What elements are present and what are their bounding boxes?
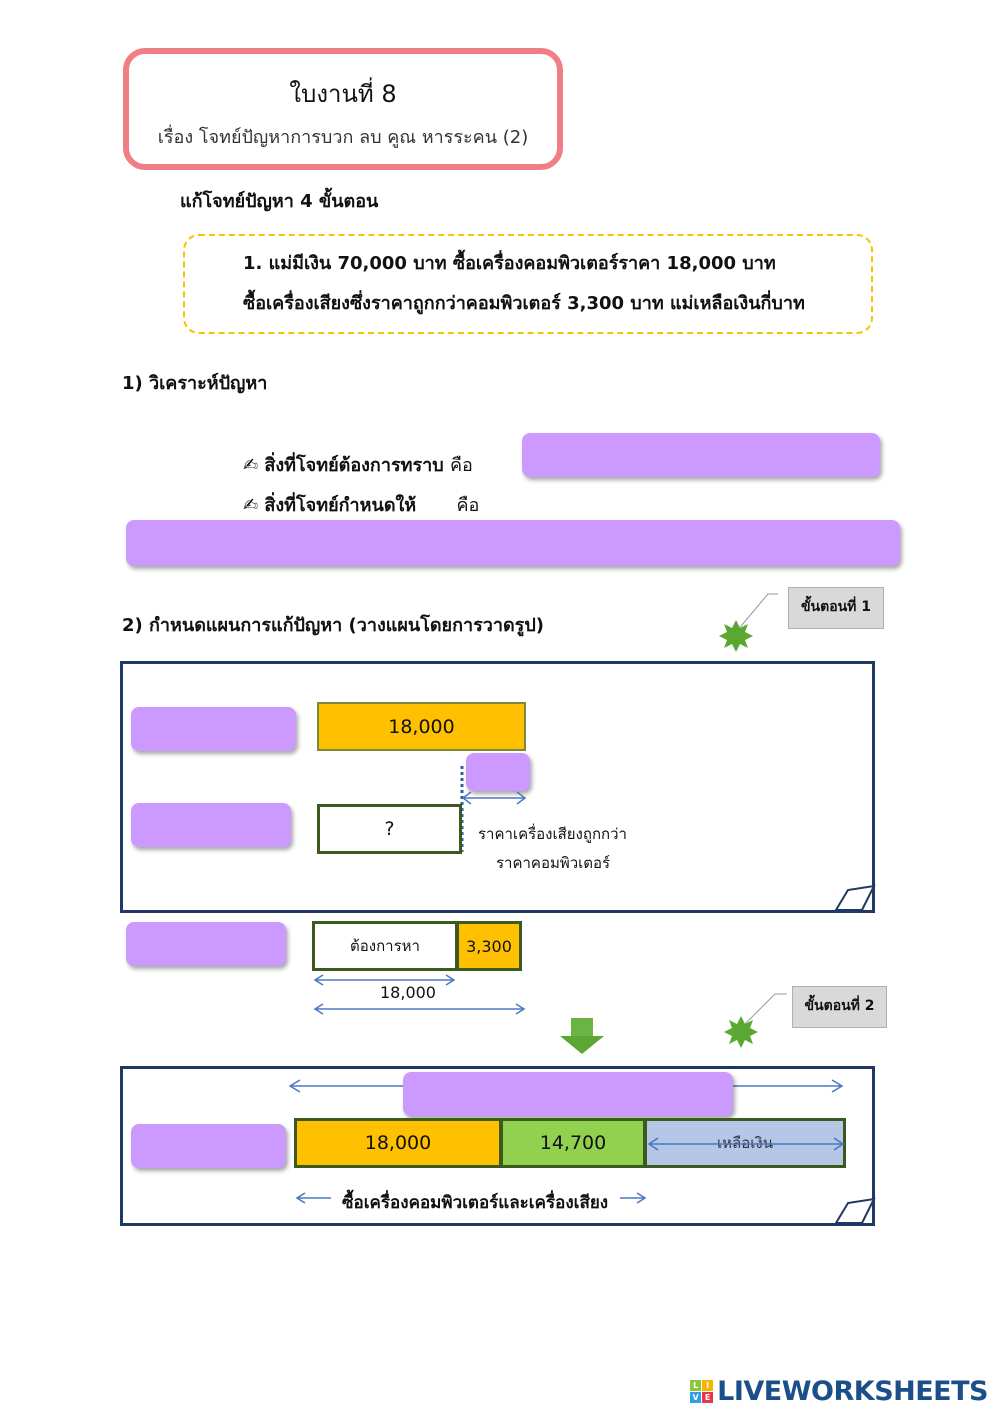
analysis-is: คือ	[456, 495, 480, 516]
difference-bar: 3,300	[456, 921, 522, 971]
problem-frame	[183, 234, 873, 334]
problem-line-1: 1. แม่มีเงิน 70,000 บาท ซื้อเครื่องคอมพิ…	[243, 253, 776, 274]
logo-tile: V	[690, 1392, 702, 1403]
analysis-row-given: ✍ สิ่งที่โจทย์กำหนดให้ คือ	[243, 490, 479, 519]
label-box-computer[interactable]	[131, 707, 296, 751]
purchase-span-label: ซื้อเครื่องคอมพิวเตอร์และเครื่องเสียง	[342, 1193, 609, 1213]
title-frame	[123, 48, 563, 170]
label-box-speaker[interactable]	[131, 803, 291, 847]
middle-arrows	[313, 974, 526, 1015]
steps-heading: แก้โจทย์ปัญหา 4 ขั้นตอน	[180, 191, 379, 212]
want-bar: ต้องการหา	[312, 921, 458, 971]
right-arrow-icon	[620, 1192, 647, 1204]
writing-hand-icon: ✍	[243, 455, 259, 476]
down-arrow-icon	[560, 1018, 604, 1054]
logo-text: LIVEWORKSHEETS	[717, 1376, 988, 1407]
writing-hand-icon: ✍	[243, 495, 259, 516]
label-box-result[interactable]	[131, 1124, 286, 1168]
logo-tiles: L I V E	[690, 1380, 714, 1403]
star-icon	[719, 620, 753, 652]
remaining-bar: เหลือเงิน	[644, 1118, 846, 1168]
step1-callout: ขั้นตอนที่ 1	[788, 587, 884, 629]
total-money-box[interactable]	[403, 1072, 733, 1116]
difference-box[interactable]	[466, 753, 530, 791]
worksheet-title: ใบงานที่ 8	[289, 80, 397, 108]
computer-bar: 18,000	[317, 702, 526, 751]
analysis-label: สิ่งที่โจทย์กำหนดให้	[264, 495, 417, 516]
section1-heading: 1) วิเคราะห์ปัญหา	[122, 373, 268, 394]
remaining-arrow	[647, 1137, 845, 1151]
logo-tile: E	[702, 1392, 714, 1403]
analysis-is: คือ	[449, 455, 473, 476]
answer-box-wanted[interactable]	[522, 433, 880, 477]
answer-box-given[interactable]	[126, 520, 900, 566]
section2-heading: 2) กำหนดแผนการแก้ปัญหา (วางแผนโดยการวาดร…	[122, 615, 544, 636]
worksheet-subtitle: เรื่อง โจทย์ปัญหาการบวก ลบ คูณ หารระคน (…	[157, 127, 529, 148]
page-curl-icon	[834, 1197, 876, 1224]
difference-arrow	[460, 766, 527, 852]
callout-connector-1	[719, 593, 778, 652]
problem-line-2: ซื้อเครื่องเสียงซึ่งราคาถูกกว่าคอมพิวเตอ…	[243, 293, 805, 314]
speaker-note-line-2: ราคาคอมพิวเตอร์	[496, 854, 611, 872]
analysis-row-wanted: ✍ สิ่งที่โจทย์ต้องการทราบ คือ	[243, 450, 473, 479]
result-speaker-bar: 14,700	[500, 1118, 646, 1168]
page-curl-icon	[834, 884, 876, 911]
logo-tile: I	[702, 1380, 714, 1391]
left-arrow-icon	[295, 1192, 331, 1204]
label-box-middle[interactable]	[126, 922, 286, 966]
result-computer-bar: 18,000	[294, 1118, 502, 1168]
speaker-note-line-1: ราคาเครื่องเสียงถูกกว่า	[478, 825, 627, 843]
star-icon	[724, 1016, 758, 1048]
total-computer-label: 18,000	[380, 983, 436, 1002]
step2-callout: ขั้นตอนที่ 2	[792, 986, 887, 1028]
unknown-bar: ?	[317, 804, 462, 854]
callout-connector-2	[724, 993, 787, 1048]
analysis-label: สิ่งที่โจทย์ต้องการทราบ	[264, 455, 444, 476]
logo-tile: L	[690, 1380, 702, 1391]
liveworksheets-logo: L I V E LIVEWORKSHEETS	[690, 1376, 988, 1407]
